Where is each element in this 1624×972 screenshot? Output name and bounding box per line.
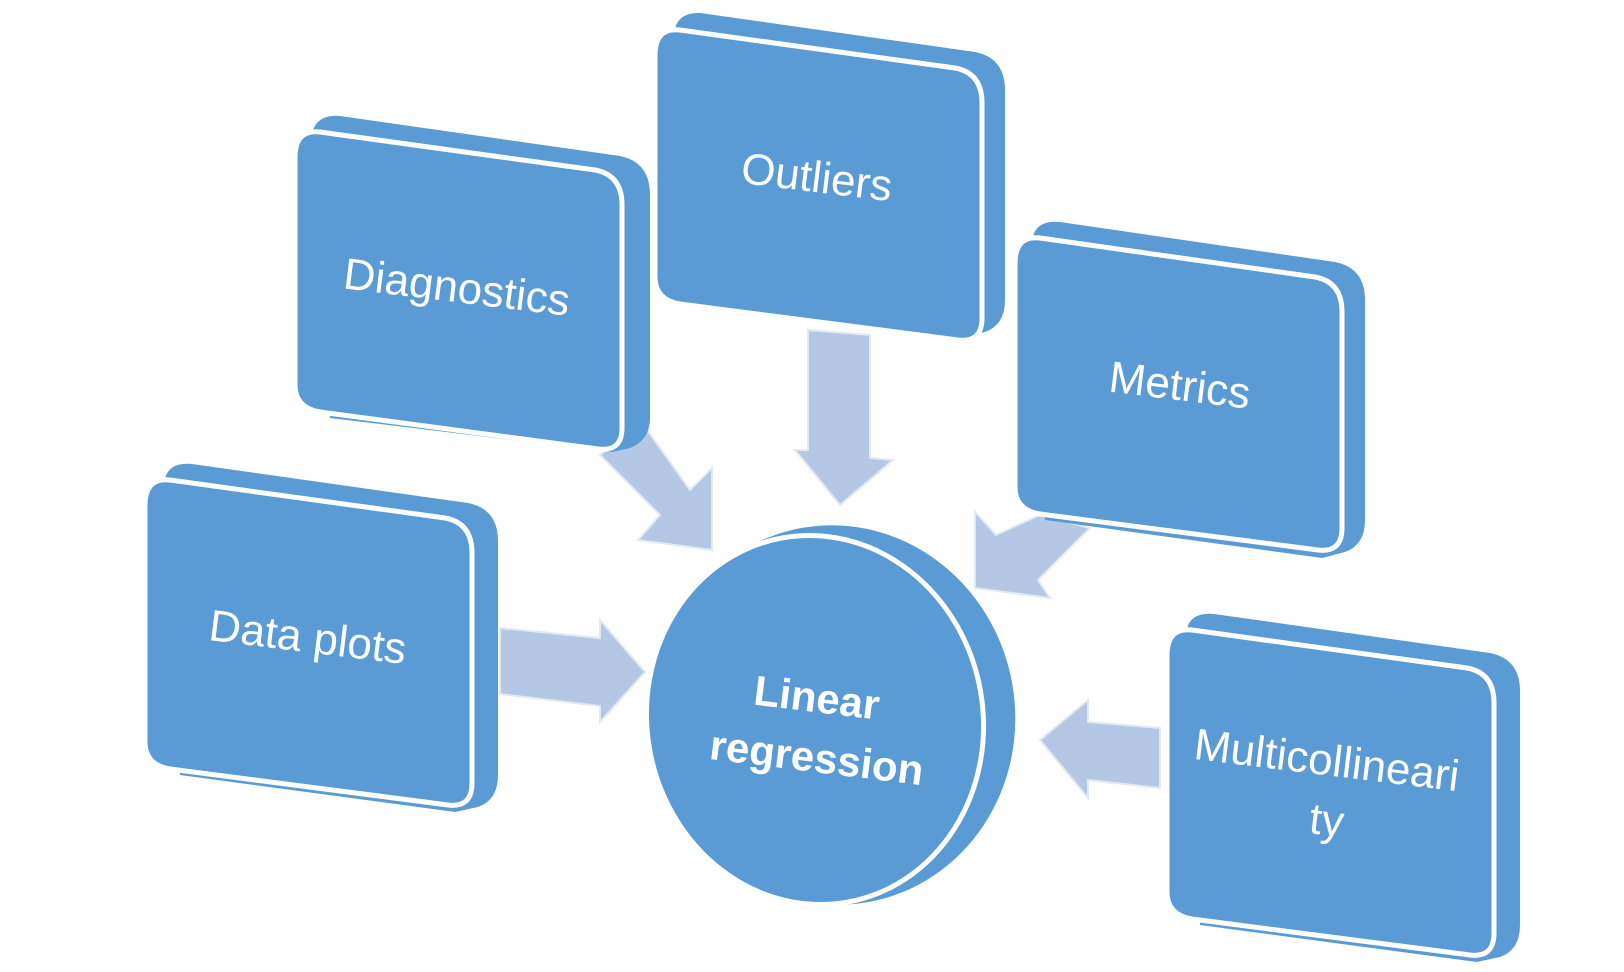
- arrow-metrics-to-center: [974, 509, 1092, 600]
- arrow-diagnostics-to-center: [598, 418, 713, 552]
- arrow-dataplots-to-center: [499, 617, 647, 725]
- node-data-plots[interactable]: Data plots: [142, 463, 498, 812]
- node-metrics[interactable]: Metrics: [1012, 221, 1365, 558]
- node-label-line2: ty: [1307, 794, 1347, 847]
- node-multicollinearity[interactable]: Multicollineari ty: [1164, 613, 1520, 962]
- arrow-multicollinearity-to-center: [1038, 697, 1161, 801]
- node-linear-regression[interactable]: Linear regression: [617, 497, 1045, 934]
- node-diagnostics[interactable]: Diagnostics: [292, 115, 650, 453]
- node-outliers[interactable]: Outliers: [652, 12, 1005, 343]
- arrow-outliers-to-center: [792, 328, 896, 507]
